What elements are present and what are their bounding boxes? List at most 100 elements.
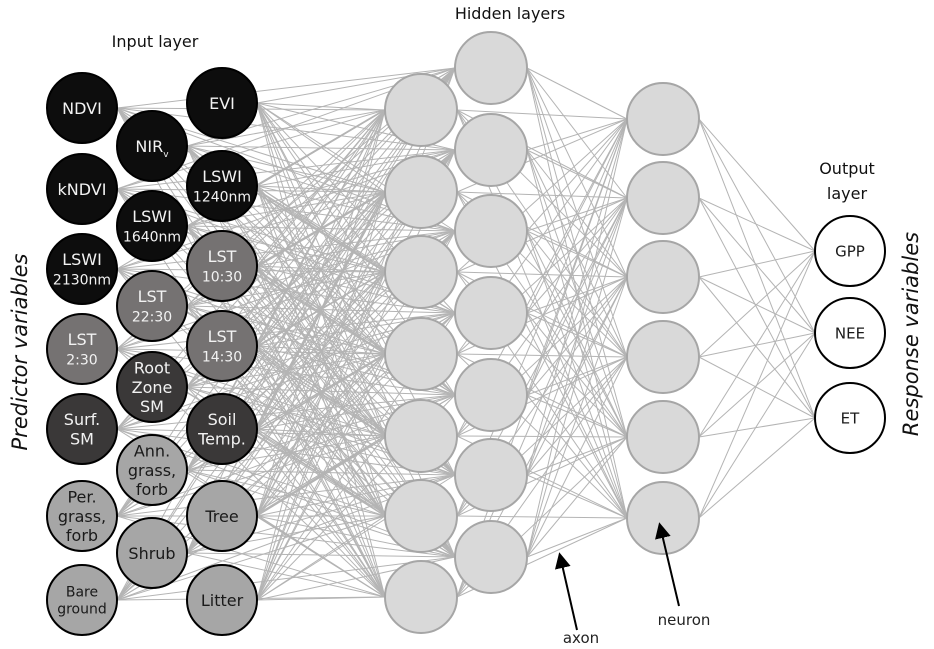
hidden1-neuron: [384, 317, 458, 391]
neuron-annotation: neuron: [658, 611, 711, 629]
hidden2-neuron: [626, 161, 700, 235]
input-node-bare-ground-label: ground: [57, 601, 107, 617]
axon: [116, 474, 456, 517]
axon: [526, 67, 628, 199]
output-node-gpp-label: GPP: [835, 242, 865, 260]
input-node-lswi-1640-label: LSWI: [132, 207, 172, 226]
input-node-per-grass-forb-label: Per.: [67, 488, 96, 507]
input-node-per-grass-forb-label: grass,: [58, 507, 106, 526]
axon: [256, 271, 386, 601]
output-node-et: [814, 382, 886, 454]
input-node-per-grass-forb-label: forb: [66, 526, 98, 545]
hidden1-neuron: [384, 73, 458, 147]
input-node-ndvi-label: NDVI: [62, 99, 102, 118]
input-node-kndvi: [46, 153, 118, 225]
axon: [456, 118, 628, 598]
input-node-ann-grass-forb: [116, 434, 188, 506]
axon: [526, 312, 628, 358]
input-node-lst-2230: [116, 270, 188, 342]
axon: [186, 552, 386, 598]
axon: [698, 197, 816, 334]
axon: [256, 191, 386, 601]
hidden1-neuron: [384, 560, 458, 634]
input-node-soil-temp-label: Soil: [208, 410, 237, 429]
axon: [526, 276, 628, 314]
hidden1-neuron: [454, 31, 528, 105]
axon: [526, 230, 628, 278]
axon: [526, 149, 628, 278]
input-node-root-zone-sm-label: Root: [134, 359, 170, 378]
input-node-lswi-1640: [116, 190, 188, 262]
axon: [698, 417, 816, 438]
axon: [186, 109, 386, 554]
output-layer-title-line1: Output: [819, 159, 875, 178]
axon: [698, 250, 816, 358]
axon: [526, 230, 628, 358]
input-node-evi: [186, 67, 258, 139]
axon: [116, 556, 456, 601]
input-node-root-zone-sm-label: SM: [140, 397, 164, 416]
hidden2-neuron: [626, 320, 700, 394]
input-node-ann-grass-forb-label: grass,: [128, 461, 176, 480]
axon: [526, 197, 628, 232]
axon: [526, 436, 628, 558]
axon: [698, 356, 816, 419]
axon: [526, 517, 628, 558]
axon-annotation: axon: [563, 629, 599, 647]
output-node-nee: [814, 297, 886, 369]
hidden1-neuron: [454, 113, 528, 187]
axon: [698, 118, 816, 419]
input-node-root-zone-sm-label: Zone: [132, 378, 173, 397]
input-node-lswi-2130: [46, 233, 118, 305]
hidden-layers-title: Hidden layers: [455, 4, 565, 23]
input-node-lst-1430: [186, 310, 258, 382]
axon: [526, 118, 628, 314]
axon: [526, 230, 628, 438]
axon: [256, 109, 386, 517]
hidden1-neuron: [384, 479, 458, 553]
axon: [526, 118, 628, 558]
axon: [698, 276, 816, 419]
input-node-ann-grass-forb-label: Ann.: [134, 442, 170, 461]
hidden2-neuron: [626, 240, 700, 314]
axon-arrow-icon: [554, 552, 578, 631]
input-node-lst-1030: [186, 230, 258, 302]
axon: [526, 118, 628, 151]
input-node-lst-230-label: 2:30: [66, 352, 97, 368]
neuron-nodes: NDVINIRvEVIkNDVILSWI1240nmLSWI1640nmLSWI…: [46, 31, 886, 636]
axon: [698, 250, 816, 438]
input-node-nirv-label: NIRv: [135, 137, 169, 160]
input-layer-title: Input layer: [112, 32, 199, 51]
axon: [526, 197, 628, 558]
input-node-lst-2230-label: LST: [138, 287, 167, 306]
input-node-lswi-1240-label: 1240nm: [193, 189, 251, 205]
axon: [526, 356, 628, 558]
axon: [698, 197, 816, 252]
axon: [698, 276, 816, 334]
axon: [698, 197, 816, 419]
input-node-evi-label: EVI: [209, 94, 235, 113]
hidden1-neuron: [454, 520, 528, 594]
input-node-shrub: [116, 517, 188, 589]
input-node-lswi-2130-label: LSWI: [62, 250, 102, 269]
input-node-tree-label: Tree: [204, 507, 238, 526]
axon: [698, 250, 816, 519]
hidden2-neuron: [626, 400, 700, 474]
input-node-surf-sm-label: SM: [70, 429, 94, 448]
output-layer-title-line2: layer: [827, 184, 868, 203]
input-node-lswi-1240-label: LSWI: [202, 167, 242, 186]
axon: [526, 197, 628, 314]
input-node-soil-temp: [186, 393, 258, 465]
input-node-lswi-1240: [186, 150, 258, 222]
hidden1-neuron: [384, 155, 458, 229]
input-node-kndvi-label: kNDVI: [58, 180, 107, 199]
input-node-soil-temp-label: Temp.: [197, 429, 246, 448]
axon: [456, 109, 628, 120]
axon: [186, 469, 386, 517]
axon: [256, 353, 386, 601]
axon: [256, 596, 386, 601]
input-node-root-zone-sm: [116, 351, 188, 423]
input-node-per-grass-forb: [46, 480, 118, 552]
predictor-variables-label: Predictor variables: [8, 253, 32, 450]
